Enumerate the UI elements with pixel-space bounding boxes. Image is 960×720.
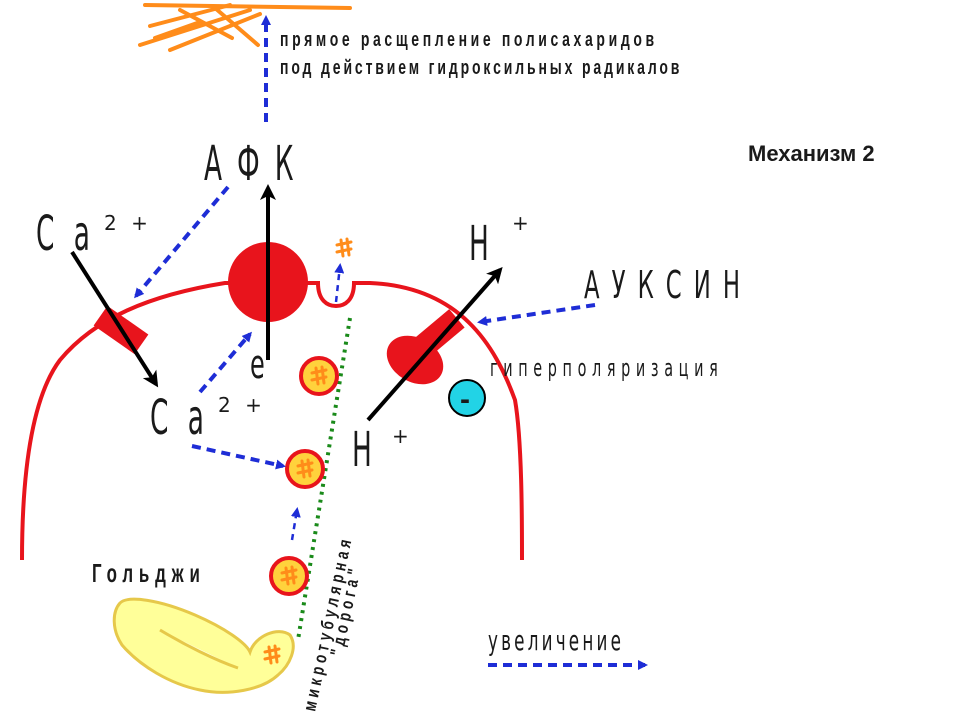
page-title: Механизм 2 <box>748 141 875 166</box>
vesicle-transport-arrow <box>290 507 301 541</box>
golgi-apparatus <box>112 597 295 694</box>
cleavage-text-line2: под действием гидроксильных радикалов <box>280 55 682 78</box>
ros-label: А Ф К <box>204 137 297 193</box>
vesicle-fusion-arrow <box>334 263 345 303</box>
polysaccharide-network-icon <box>138 3 352 52</box>
vesicle <box>269 556 309 596</box>
calcium-to-oxidase-arrow <box>198 331 252 394</box>
cleavage-text-line1: прямое расщепление полисахаридов <box>280 27 658 50</box>
calcium-influx-arrow <box>70 250 159 388</box>
golgi-label: Гольджи <box>92 558 206 588</box>
negative-charge-icon <box>448 379 486 417</box>
calcium-charge-top: 2 + <box>104 211 152 235</box>
calcium-label-bottom: С а <box>150 391 209 447</box>
negative-charge-sign: - <box>460 383 470 416</box>
proton-charge-bottom: + <box>392 424 409 448</box>
calcium-label-top: С а <box>36 207 95 263</box>
vesicle <box>299 356 339 396</box>
proton-charge-top: + <box>512 211 529 235</box>
legend-label: увеличение <box>488 626 624 658</box>
cell-membrane <box>20 281 524 561</box>
auxin-label: А У К С И Н <box>584 264 742 308</box>
proton-pump-channel <box>409 309 465 361</box>
electron-label: е <box>250 340 265 387</box>
calcium-charge-bottom: 2 + <box>218 393 266 417</box>
proton-label-top: Н <box>469 217 489 273</box>
calcium-to-vesicle-arrow <box>191 444 286 470</box>
auxin-to-pump-arrow <box>477 303 596 326</box>
ros-to-channel-arrow <box>134 185 230 299</box>
hyperpolarization-label: гиперполяризация <box>490 354 723 382</box>
secreted-polysaccharide-icon <box>335 237 353 258</box>
proton-efflux-arrow <box>366 266 503 422</box>
proton-label-bottom: Н <box>352 423 372 479</box>
vesicle <box>285 449 325 489</box>
